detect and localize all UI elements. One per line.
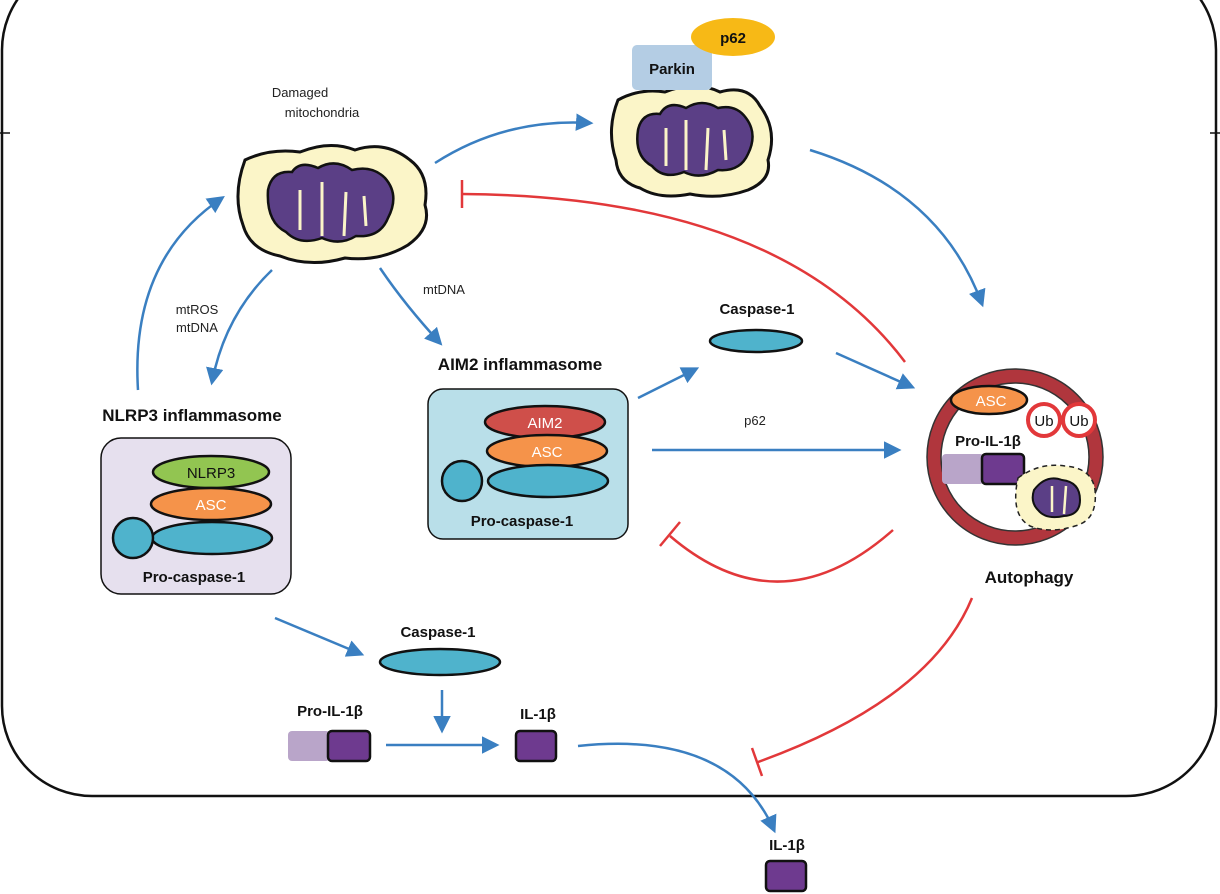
- nlrp3-pro-caspase-label: Pro-caspase-1: [143, 569, 246, 586]
- arrow-nlrp3-to-mito: [136, 196, 225, 391]
- mtdna-left-label: mtDNA: [176, 320, 218, 335]
- arrow-il1b-secretion: [577, 742, 777, 834]
- p62-arrow-label: p62: [744, 413, 766, 428]
- inhibit-autophagy-to-aim2-bar: [659, 521, 681, 547]
- caspase1-upper-label: Caspase-1: [719, 301, 794, 318]
- arrow-parkin-to-autophagy: [809, 148, 986, 308]
- damaged-mitochondria-label-line1: Damaged: [272, 85, 328, 100]
- parkin-box: [632, 45, 712, 90]
- damaged-mitochondria-label-line2: mitochondria: [285, 105, 360, 120]
- nlrp3-asc-label: ASC: [196, 497, 227, 514]
- arrow-mito-to-parkin: [434, 113, 594, 165]
- nlrp3-protein-label: NLRP3: [187, 465, 235, 482]
- inhibit-autophagy-to-mito: [461, 192, 906, 363]
- autophagosome: [926, 368, 1104, 546]
- pro-il1b-lower: [288, 729, 372, 763]
- arrow-mito-to-nlrp3: [206, 269, 273, 386]
- cell-boundary: [0, 0, 1218, 798]
- autophagosome-pro-il1b-label: Pro-IL-1β: [955, 433, 1021, 450]
- mtdna-right-label: mtDNA: [423, 282, 465, 297]
- il1b-cell: [514, 729, 558, 763]
- arrow-nlrp3-to-caspase: [274, 616, 365, 657]
- aim2-asc-label: ASC: [532, 444, 563, 461]
- nlrp3-inflammasome: [100, 437, 292, 595]
- p62-tag-label: p62: [720, 30, 746, 47]
- inhibit-autophagy-to-aim2: [669, 529, 894, 583]
- parkin-label: Parkin: [649, 61, 695, 78]
- parkin-tagged-mitochondria: [610, 84, 774, 198]
- nlrp3-inflammasome-title: NLRP3 inflammasome: [102, 406, 282, 425]
- arrow-caspase-to-autophagy: [835, 351, 916, 390]
- ub-label-2: Ub: [1069, 413, 1088, 430]
- aim2-inflammasome: [427, 388, 629, 540]
- mtros-label: mtROS: [176, 302, 219, 317]
- il1b-cell-label: IL-1β: [520, 706, 556, 723]
- caspase1-lower-label: Caspase-1: [400, 624, 475, 641]
- p62-tag: [691, 18, 775, 56]
- il1b-secreted-label: IL-1β: [769, 837, 805, 854]
- il1b-secreted: [764, 859, 808, 893]
- aim2-pro-caspase-label: Pro-caspase-1: [471, 513, 574, 530]
- damaged-mitochondria: [236, 144, 429, 265]
- arrow-aim2-to-caspase: [637, 367, 700, 400]
- arrow-mito-to-aim2: [378, 267, 443, 346]
- autophagy-label: Autophagy: [985, 568, 1074, 587]
- aim2-protein-label: AIM2: [527, 415, 562, 432]
- caspase1-lower: [378, 647, 502, 677]
- pro-il1b-lower-label: Pro-IL-1β: [297, 703, 363, 720]
- aim2-inflammasome-title: AIM2 inflammasome: [438, 355, 602, 374]
- inhibit-autophagy-to-secretion-bar: [750, 747, 764, 777]
- autophagosome-asc-label: ASC: [976, 393, 1007, 410]
- inhibit-autophagy-to-secretion: [757, 597, 974, 764]
- ub-label-1: Ub: [1034, 413, 1053, 430]
- caspase1-upper: [708, 328, 804, 354]
